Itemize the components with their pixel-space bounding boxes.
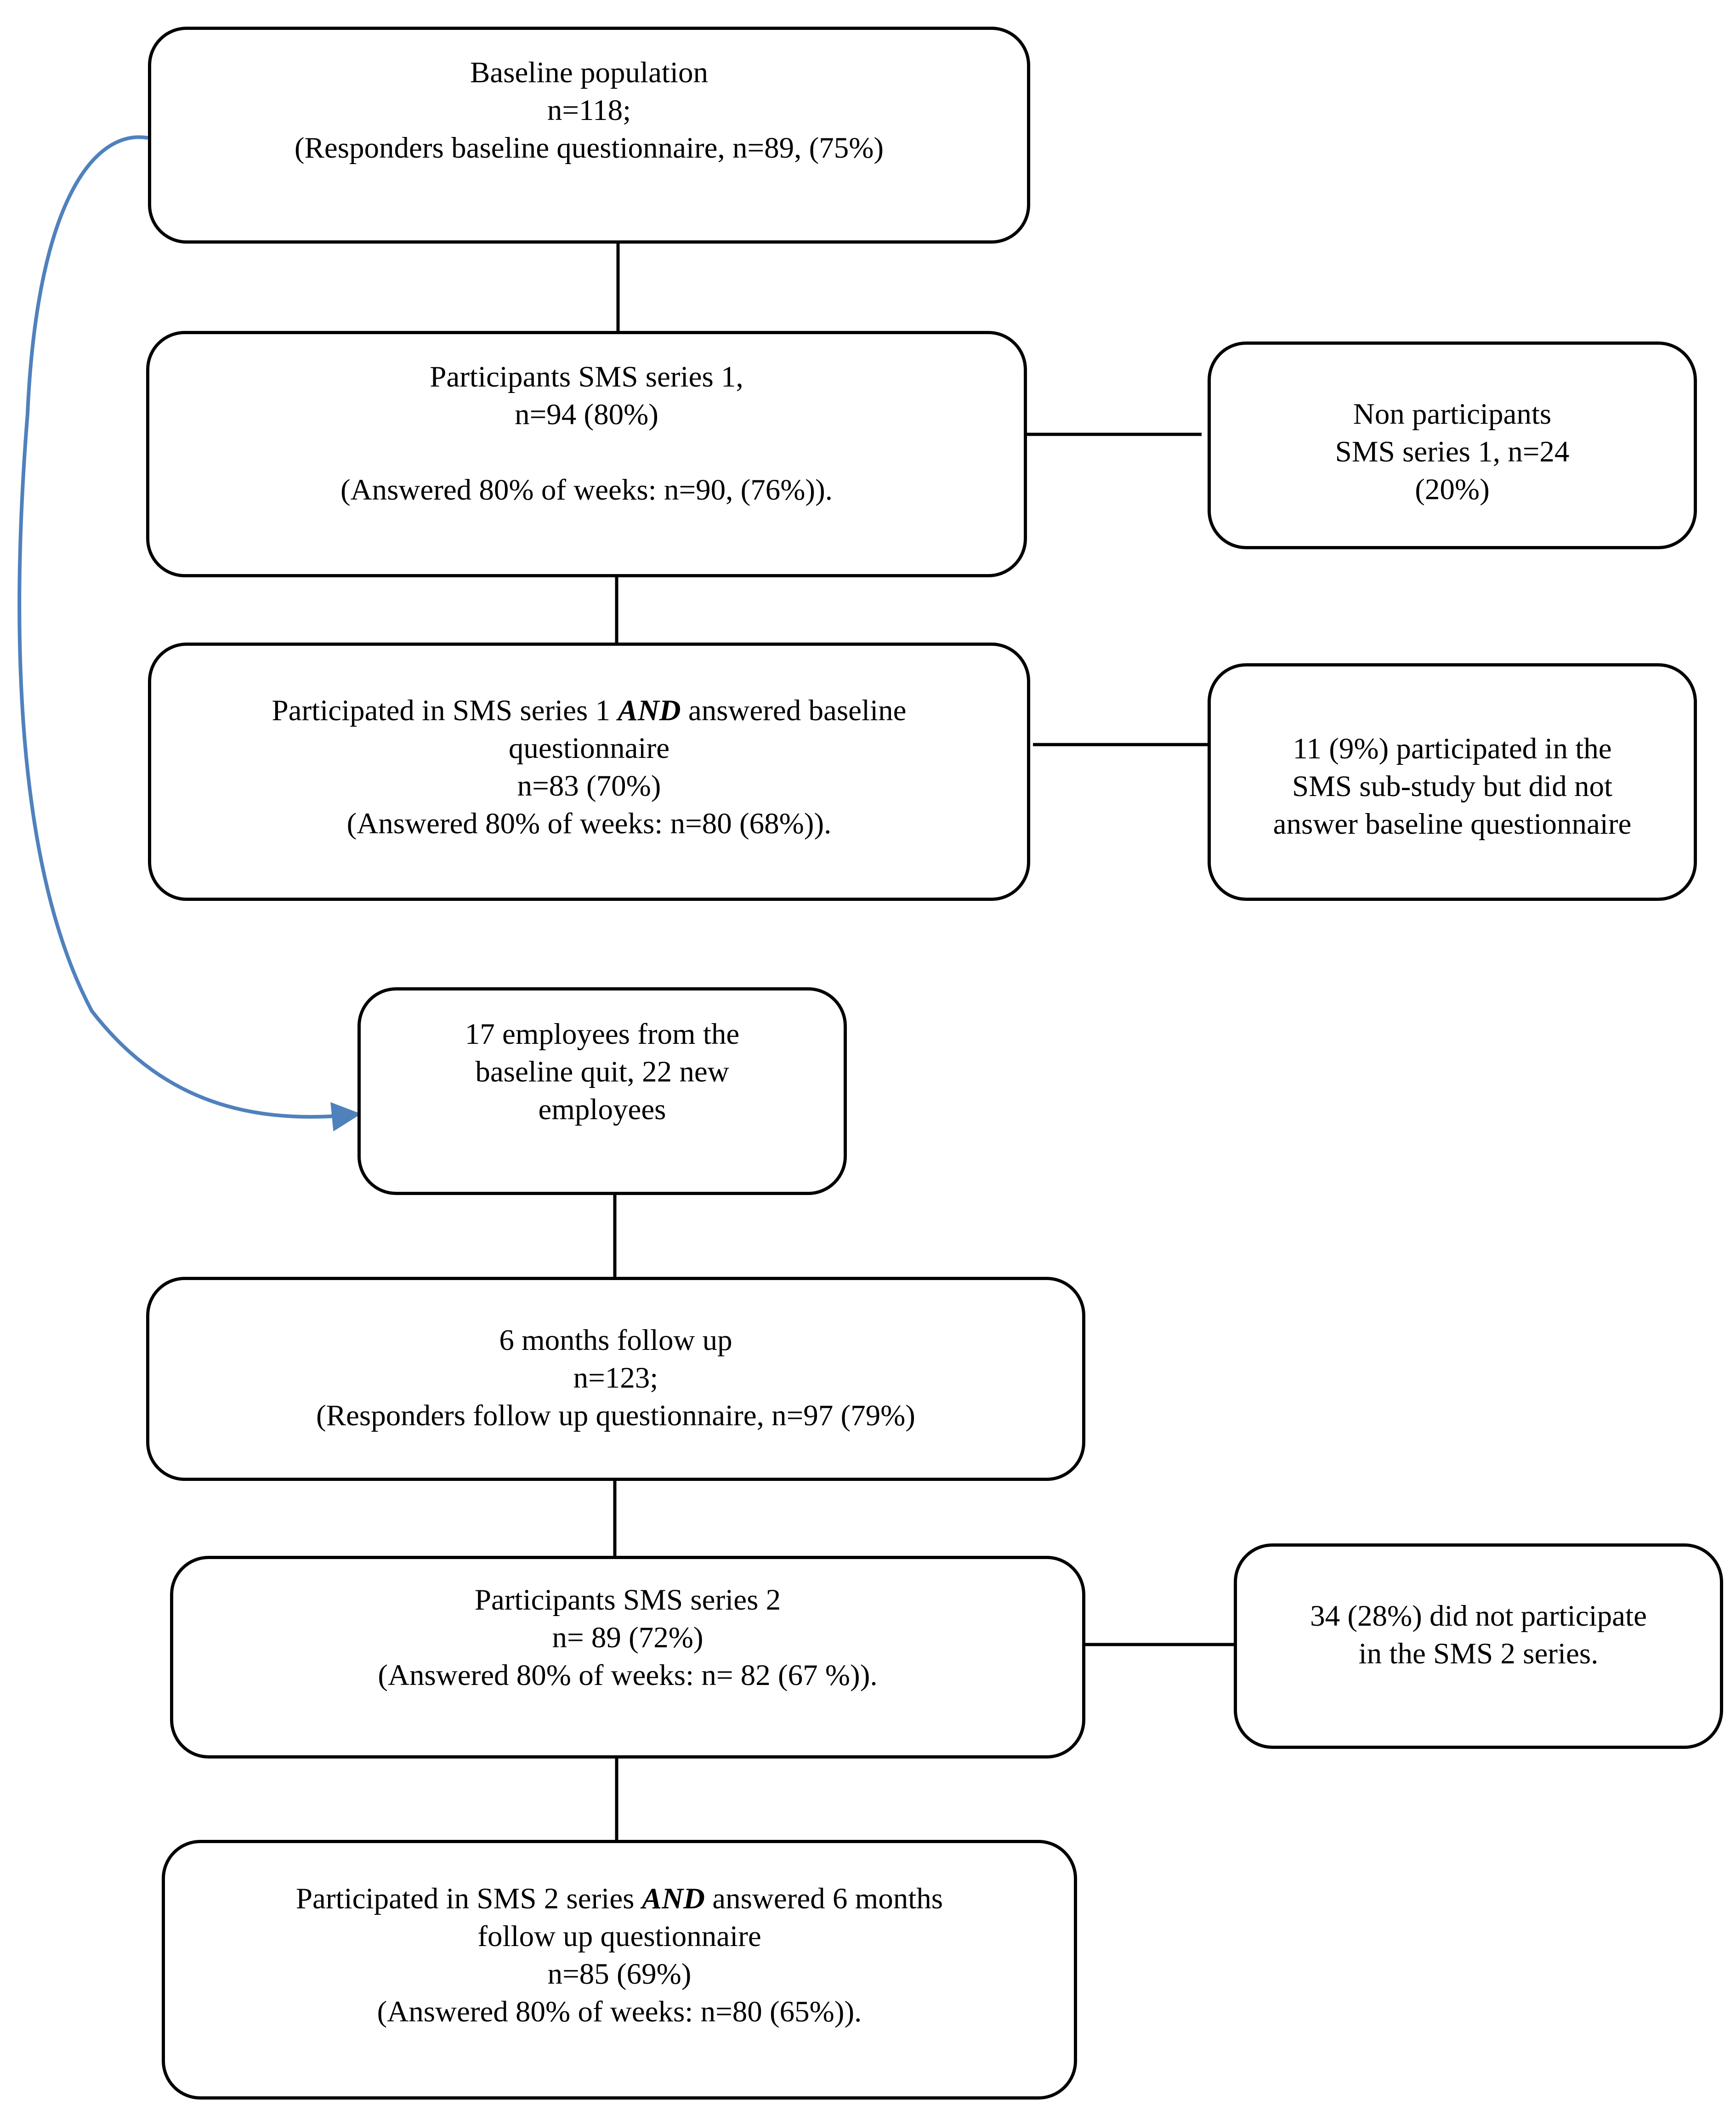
sms1-title: Participants SMS series 1, (430, 360, 743, 393)
no-sms2-line2: in the SMS 2 series. (1358, 1637, 1599, 1670)
sms2-followup-line2: follow up questionnaire (477, 1920, 761, 1953)
sms1-baseline-answered: (Answered 80% of weeks: n=80 (68%)). (346, 807, 832, 840)
no-baseline-line1: 11 (9%) participated in the (1293, 732, 1612, 765)
no-baseline-line3: answer baseline questionnaire (1273, 808, 1632, 841)
sms2-title: Participants SMS series 2 (474, 1583, 781, 1616)
sms-series-1-box: Participants SMS series 1, n=94 (80%) (A… (146, 331, 1027, 577)
turnover-line3: employees (538, 1093, 666, 1126)
non-participants-title: Non participants (1353, 398, 1552, 431)
sms1-baseline-line1: Participated in SMS series 1 AND answere… (272, 694, 907, 727)
baseline-responders: (Responders baseline questionnaire, n=89… (294, 131, 884, 165)
followup-n: n=123; (573, 1361, 658, 1394)
followup-title: 6 months follow up (499, 1324, 732, 1357)
non-participants-box: Non participants SMS series 1, n=24 (20%… (1208, 342, 1697, 549)
sms2-followup-line1: Participated in SMS 2 series AND answere… (295, 1882, 943, 1915)
non-participants-pct: (20%) (1415, 473, 1490, 506)
sms1-answered: (Answered 80% of weeks: n=90, (76%)). (340, 473, 833, 507)
no-baseline-line2: SMS sub-study but did not (1292, 770, 1613, 803)
sms-series-2-box: Participants SMS series 2 n= 89 (72%) (A… (170, 1556, 1085, 1759)
followup-responders: (Responders follow up questionnaire, n=9… (316, 1399, 915, 1432)
non-participants-n: SMS series 1, n=24 (1335, 435, 1570, 468)
turnover-box: 17 employees from the baseline quit, 22 … (357, 987, 847, 1195)
no-sms2-box: 34 (28%) did not participate in the SMS … (1234, 1543, 1723, 1749)
sms2-followup-n: n=85 (69%) (547, 1958, 692, 1991)
followup-box: 6 months follow up n=123; (Responders fo… (146, 1277, 1085, 1481)
baseline-n: n=118; (547, 94, 631, 127)
sms2-followup-answered: (Answered 80% of weeks: n=80 (65%)). (377, 1995, 862, 2028)
turnover-line2: baseline quit, 22 new (475, 1055, 729, 1088)
baseline-title: Baseline population (470, 56, 709, 89)
sms2-and-followup-box: Participated in SMS 2 series AND answere… (162, 1840, 1077, 2100)
sms1-baseline-n: n=83 (70%) (517, 769, 661, 803)
loop-arrow (17, 135, 361, 1132)
emphasis-and: AND (618, 694, 681, 727)
sms1-and-baseline-box: Participated in SMS series 1 AND answere… (148, 643, 1030, 901)
sms2-answered: (Answered 80% of weeks: n= 82 (67 %)). (378, 1659, 878, 1692)
turnover-line1: 17 employees from the (465, 1018, 740, 1051)
no-baseline-box: 11 (9%) participated in the SMS sub-stud… (1208, 663, 1697, 901)
emphasis-and: AND (641, 1882, 705, 1915)
sms2-n: n= 89 (72%) (552, 1621, 703, 1654)
sms1-baseline-line2: questionnaire (508, 732, 670, 765)
sms1-n: n=94 (80%) (515, 398, 658, 431)
baseline-population-box: Baseline population n=118; (Responders b… (148, 27, 1030, 244)
no-sms2-line1: 34 (28%) did not participate (1310, 1599, 1647, 1633)
